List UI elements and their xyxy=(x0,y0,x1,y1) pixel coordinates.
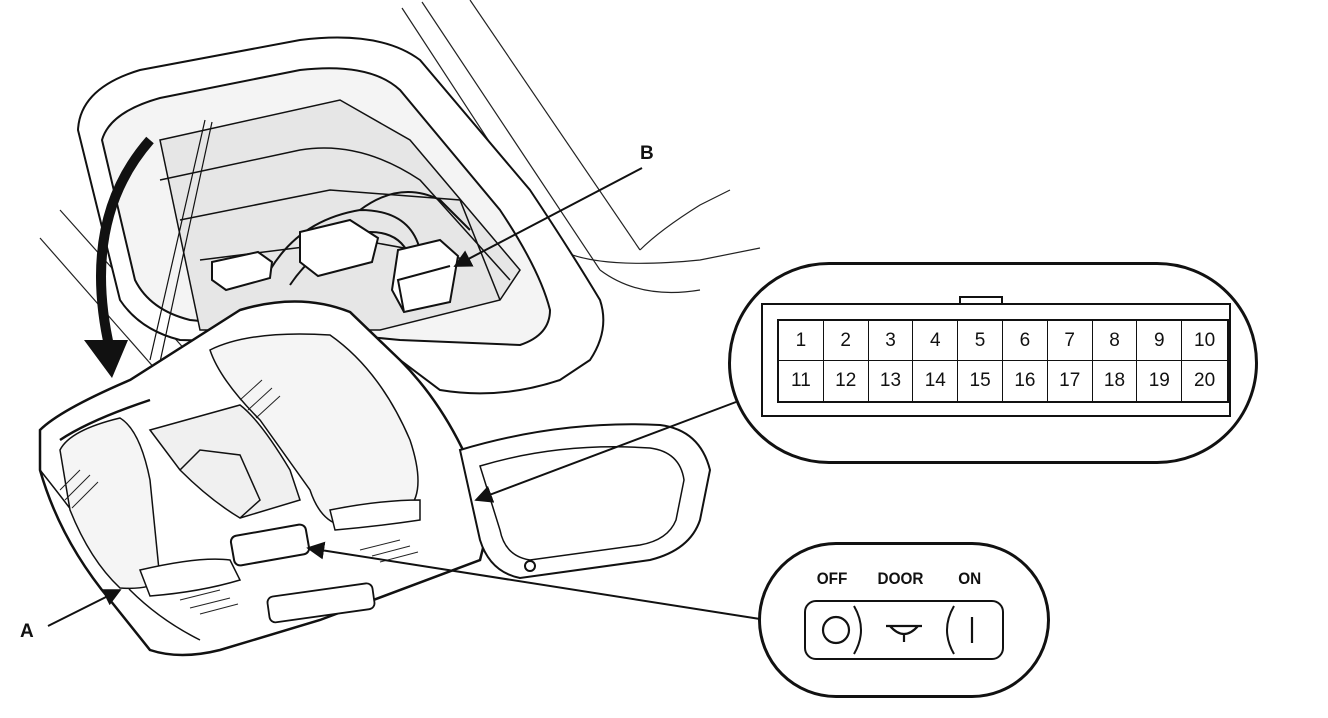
connector-housing: 1 2 3 4 5 6 7 8 9 10 11 12 13 14 15 16 1… xyxy=(761,303,1231,417)
pin-6: 6 xyxy=(1002,321,1048,361)
pin-12: 12 xyxy=(824,361,869,401)
pin-13: 13 xyxy=(869,361,914,401)
pin-2: 2 xyxy=(823,321,869,361)
leader-lines xyxy=(47,167,761,627)
switch-label-door: DOOR xyxy=(877,569,924,588)
switch-body xyxy=(804,600,1004,660)
pin-1: 1 xyxy=(779,321,824,361)
pin-8: 8 xyxy=(1092,321,1138,361)
pin-4: 4 xyxy=(913,321,959,361)
pin-3: 3 xyxy=(868,321,914,361)
pin-19: 19 xyxy=(1137,361,1183,401)
door-lamp-icon xyxy=(886,624,922,642)
switch-label-off: OFF xyxy=(816,569,848,588)
pin-16: 16 xyxy=(1003,361,1048,401)
pin-17: 17 xyxy=(1048,361,1093,401)
switch-divider-right xyxy=(946,605,955,655)
callout-label-b: B xyxy=(640,143,654,164)
removal-arrow-head xyxy=(84,340,128,378)
map-light-housing xyxy=(38,300,492,657)
callout-label-a: A xyxy=(20,621,34,642)
connector-plugs xyxy=(211,218,460,314)
removal-arrow xyxy=(96,136,154,352)
pin-15: 15 xyxy=(958,361,1003,401)
rear-panel xyxy=(458,423,712,580)
switch-divider-left xyxy=(853,605,862,655)
switch-label-on: ON xyxy=(958,569,982,588)
connector-lock-tab xyxy=(959,296,1003,305)
pin-5: 5 xyxy=(958,321,1003,361)
pin-9: 9 xyxy=(1137,321,1183,361)
switch-symbols xyxy=(821,605,974,655)
pin-10: 10 xyxy=(1182,321,1227,361)
switch-position-inset: OFF DOOR ON xyxy=(758,542,1050,698)
pin-7: 7 xyxy=(1047,321,1093,361)
pin-18: 18 xyxy=(1093,361,1138,401)
connector-face-inset: 1 2 3 4 5 6 7 8 9 10 11 12 13 14 15 16 1… xyxy=(728,262,1258,464)
off-symbol-icon xyxy=(821,615,851,645)
pin-14: 14 xyxy=(913,361,959,401)
pin-11: 11 xyxy=(779,361,824,401)
pin-grid: 1 2 3 4 5 6 7 8 9 10 11 12 13 14 15 16 1… xyxy=(777,319,1229,403)
pin-20: 20 xyxy=(1194,370,1216,391)
